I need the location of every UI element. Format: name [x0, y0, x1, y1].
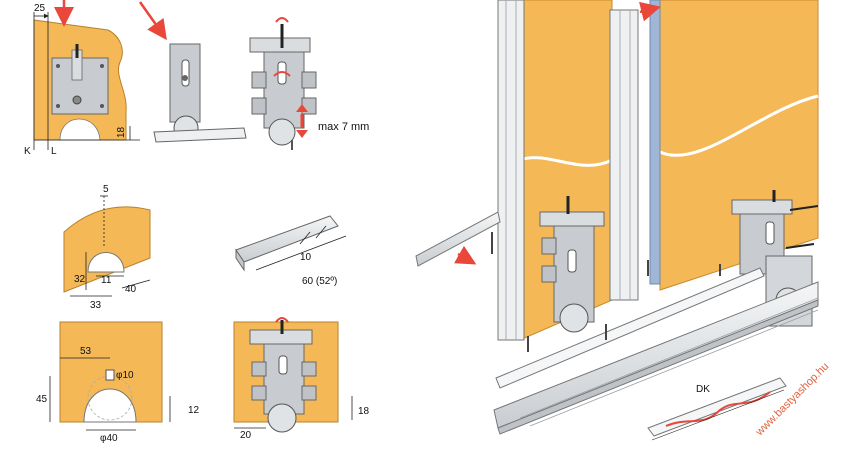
watermark: www.bastyashop.hu — [753, 360, 831, 438]
dim-10: 10 — [300, 252, 312, 263]
dim-12: 12 — [188, 405, 200, 416]
roller-cutout — [59, 118, 101, 141]
dim-phi10: φ10 — [116, 370, 134, 381]
dim-5: 5 — [103, 184, 109, 195]
max-travel-label: max 7 mm — [318, 121, 369, 133]
profile-left — [497, 0, 525, 341]
detail-drilling: 5 32 11 40 33 — [63, 184, 151, 311]
dim-60: 60 (52º) — [302, 276, 337, 287]
dim-32: 32 — [74, 274, 86, 285]
dim-33: 33 — [90, 300, 102, 311]
detail-dk-strip: DK — [647, 377, 787, 441]
detail-bracket-adjust: max 7 mm — [249, 17, 369, 150]
wardrobe-assembly — [415, 0, 819, 435]
dim-53: 53 — [80, 346, 92, 357]
letter-l: L — [51, 146, 57, 157]
dim-25: 25 — [34, 3, 46, 14]
dim-18-b: 18 — [358, 406, 370, 417]
dim-40-b: 40 — [125, 284, 137, 295]
cover-strip — [495, 267, 765, 389]
glass-strip — [649, 0, 661, 285]
detail-bracket-side — [138, 1, 247, 143]
detail-panel-cutout: 53 φ10 45 12 φ40 — [36, 321, 200, 444]
detail-panel-roller: 25 K L 18 — [24, 0, 140, 157]
dim-45: 45 — [36, 394, 48, 405]
profile-middle — [609, 9, 639, 301]
dim-11: 11 — [101, 275, 112, 286]
dim-20: 20 — [240, 430, 252, 441]
detail-rail-profile: 10 60 (52º) — [235, 215, 347, 287]
letter-k: K — [24, 146, 31, 157]
roller-bracket-left — [539, 196, 605, 333]
dim-18-a: 18 — [116, 126, 127, 138]
dim-phi40: φ40 — [100, 433, 118, 444]
dk-label: DK — [696, 384, 710, 395]
detail-bracket-mounted: 18 20 — [233, 317, 370, 441]
